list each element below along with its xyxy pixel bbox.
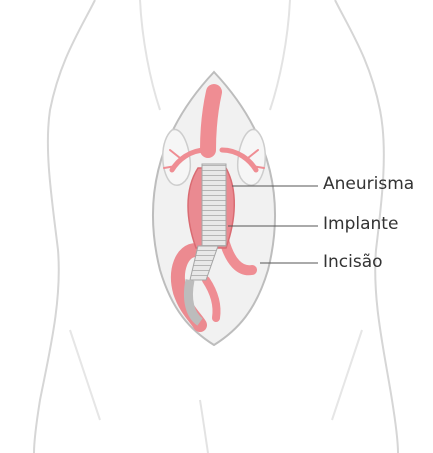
- label-incisao: Incisão: [323, 254, 383, 271]
- label-aneurisma: Aneurisma: [323, 176, 414, 193]
- label-implante: Implante: [323, 216, 398, 233]
